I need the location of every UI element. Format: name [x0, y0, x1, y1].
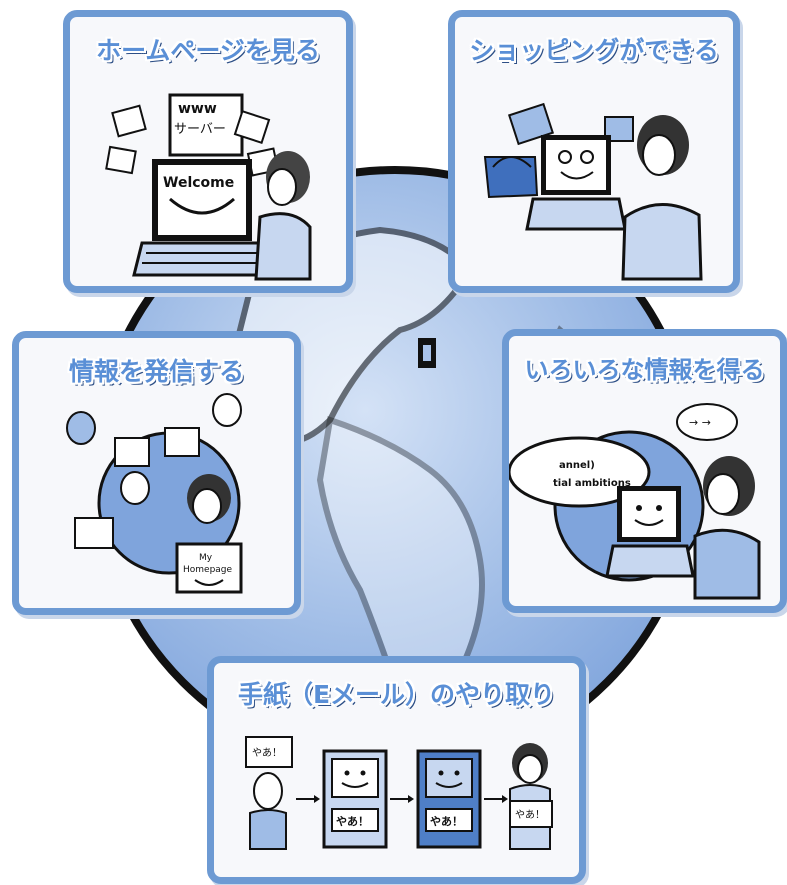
server-label-text: サーバー: [174, 122, 226, 137]
arrows-bubble-text: → →: [689, 416, 711, 429]
card-title-homepage: ホームページを見る: [96, 36, 320, 65]
bubble-line2: tial ambitions: [553, 478, 631, 489]
info-illustration: annel) tial ambitions → →: [509, 403, 761, 600]
shopping-illustration: [483, 102, 703, 281]
email-illustration: やあ！ やあ！ やあ！ やあ！: [245, 736, 553, 850]
msg-receiver-text: やあ！: [515, 809, 545, 821]
card-title-publish: 情報を発信する: [68, 357, 244, 386]
sign-homepage-text: Homepage: [183, 565, 233, 575]
card-shopping[interactable]: ショッピングができる: [448, 10, 740, 293]
server-www-text: www: [178, 101, 217, 117]
card-get-info[interactable]: いろいろな情報を得る annel) tial ambitions → →: [502, 329, 787, 613]
msg-computer2-text: やあ！: [430, 815, 463, 828]
card-email[interactable]: 手紙（Eメール）のやり取り やあ！ やあ！ やあ！: [207, 656, 586, 884]
card-title-email: 手紙（Eメール）のやり取り: [237, 680, 556, 709]
screen-welcome-text: Welcome: [163, 175, 234, 191]
card-view-homepage[interactable]: ホームページを見る www サーバー Welcome: [63, 10, 353, 293]
msg-sender-text: やあ！: [252, 747, 282, 759]
publish-illustration: My Homepage: [66, 393, 243, 594]
card-title-shopping: ショッピングができる: [469, 36, 719, 65]
sign-my-text: My: [199, 553, 213, 563]
msg-computer1-text: やあ！: [336, 815, 369, 828]
bubble-line1: annel): [559, 460, 595, 471]
card-title-info: いろいろな情報を得る: [524, 356, 765, 384]
homepage-illustration: www サーバー Welcome: [105, 93, 312, 281]
card-publish-info[interactable]: 情報を発信する My Homepage: [12, 331, 301, 615]
